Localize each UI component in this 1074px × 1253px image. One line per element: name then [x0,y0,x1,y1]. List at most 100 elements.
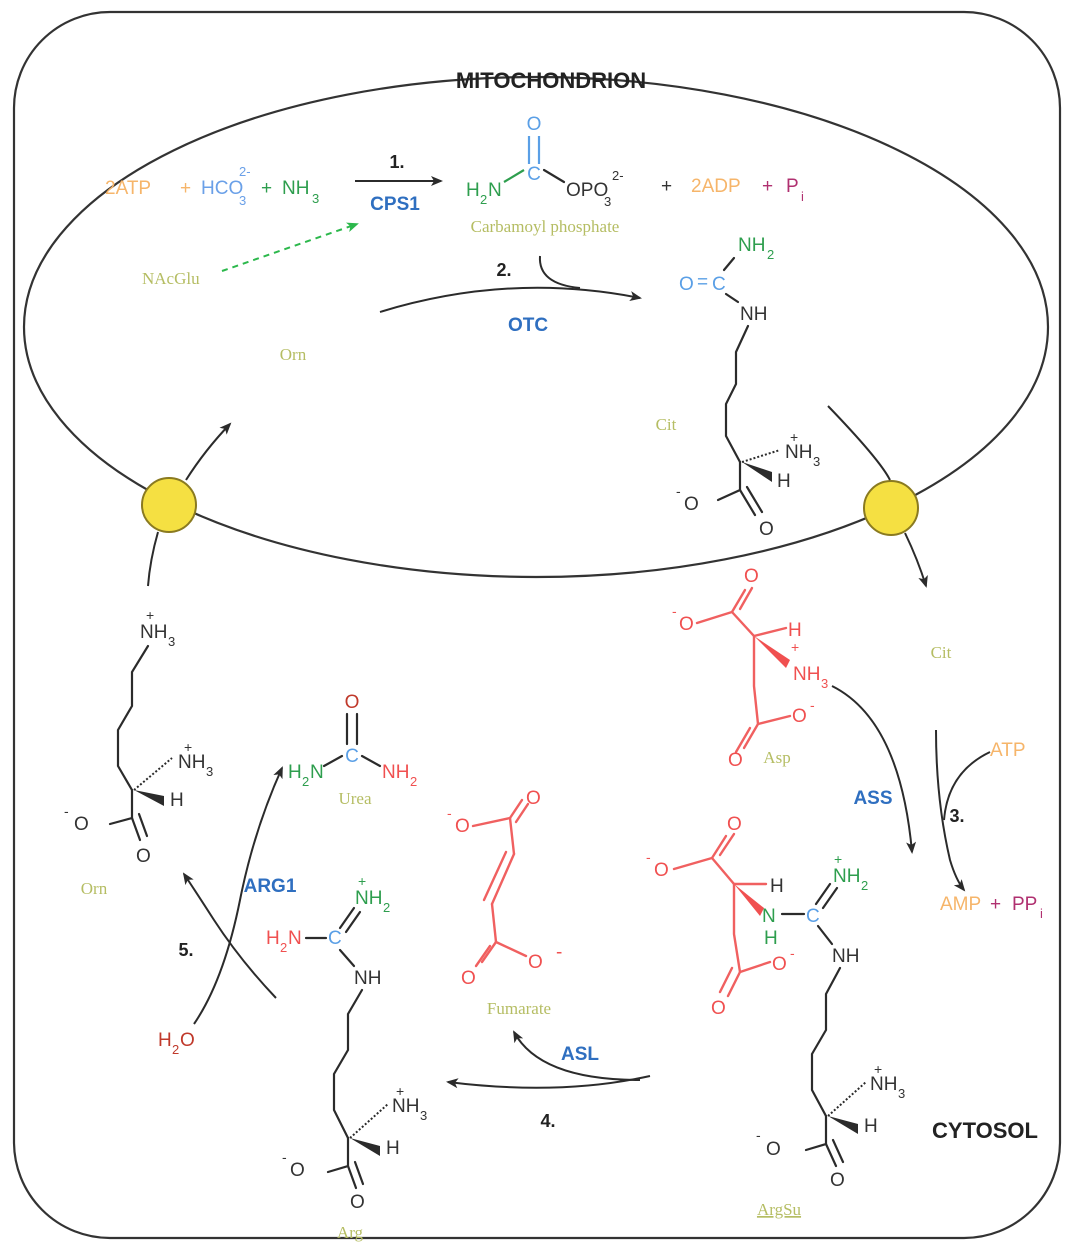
argsu-nh2-charge: + [834,851,842,867]
argsu-nh3-subscript: 3 [898,1086,905,1101]
bond [752,626,788,638]
argininosuccinate-name: ArgSu [757,1200,802,1219]
bond [338,948,356,968]
citrulline-transporter [863,480,919,536]
arg-nh: NH [354,968,381,989]
fumarate-charge-2: - [556,942,562,963]
bond [738,586,754,611]
ornithine-cyto-name: Orn [81,879,108,898]
wedge-bond [734,884,764,916]
bond [344,910,362,934]
citrulline-carboxyl-o: O [684,494,699,515]
bond [672,856,714,871]
fumarate-o2: O [526,788,541,809]
plus-sign: + [762,176,773,197]
plus-sign: + [661,176,672,197]
bond [514,802,530,824]
bond [824,1142,838,1168]
bond [503,169,525,183]
citrulline-nh: NH [740,304,767,325]
amino-n: N [488,180,502,201]
bond [482,850,508,902]
citrulline-oxygen: O [679,274,694,295]
asp-charge: - [672,603,677,619]
argsu-o2: O [772,954,787,975]
urea-nh2-subscript: 2 [410,774,417,789]
atom-c: C [527,164,541,185]
arg-nh2-subscript: 2 [383,900,390,915]
bond [716,460,742,502]
arg1-enzyme: ARG1 [244,876,297,897]
argsu-o2-charge: - [790,945,795,961]
bond [730,610,756,638]
asp-o3: O [728,750,743,771]
argsu-nh2: NH [833,866,860,887]
otc-enzyme: OTC [508,315,548,336]
argininosuccinate-structure: - O O H N H C + NH 2 NH O - O + NH 3 H [646,814,905,1219]
water: H [158,1030,172,1051]
citrulline-mito-name: Cit [656,415,677,434]
fumarate-release-arrow [513,1030,641,1081]
carbamoyl-phosphate-input [538,255,581,289]
phosphate-product-subscript: i [801,189,804,204]
citrulline-h: H [777,471,791,492]
phosphate-group: OPO [566,180,608,201]
asp-h: H [788,620,802,641]
atom-o: O [527,114,542,135]
citrulline-nh3-charge: + [790,429,798,445]
fumarate-charge-1: - [447,805,452,821]
cps1-enzyme: CPS1 [370,194,420,215]
argsu-carbon: C [806,906,820,927]
ppi-subscript: i [1040,906,1043,921]
asp-o2: O [792,706,807,727]
arg-nh3: NH [392,1096,419,1117]
argsu-nh3: NH [870,1074,897,1095]
carbamoyl-phosphate-name: Carbamoyl phosphate [471,217,620,236]
orn-h: H [170,790,184,811]
bond [353,1160,365,1186]
plus-sign: + [261,178,272,199]
step-5-label: 5. [178,940,193,960]
reaction-2-arrow [379,286,642,313]
argsu-o5: O [830,1170,845,1191]
water-o: O [180,1030,195,1051]
bond [137,812,149,838]
ornithine-mito-label: Orn [280,345,307,364]
amp-product: AMP [940,894,981,915]
bond [814,882,832,906]
atp-substrate: 2ATP [105,178,151,199]
carbamoyl-phosphate-structure: O C H 2 N OPO 3 2- Carbamoyl phosphate [466,114,624,236]
citrulline-nh2: NH [738,235,765,256]
reaction-1-substrates: 2ATP + HCO 3 2- + NH 3 [105,164,319,208]
urea-h2n-subscript: 2 [302,774,309,789]
ornithine-structure: + NH 3 + NH 3 H - O O Orn [64,607,213,898]
bicarbonate-charge: 2- [239,164,251,179]
wedge-bond [828,1116,858,1134]
arg-h: H [386,1138,400,1159]
argsu-carbonyl-o: O [727,814,742,835]
reaction-3-arrow [831,685,917,854]
wedge-bond [754,636,790,668]
arg-h2n-n: N [288,928,302,949]
bicarbonate-subscript: 3 [239,193,246,208]
arg-h2n-subscript: 2 [280,940,287,955]
asp-nh3: NH [793,664,820,685]
argsu-chain [810,966,842,1118]
atp-cofactor: ATP [990,740,1026,761]
amino-group: H [466,180,480,201]
orn-top-nh3: NH [140,622,167,643]
citrulline-carbon: C [712,274,726,295]
reaction-4-arrow [446,1075,651,1089]
step-2-label: 2. [496,260,511,280]
arginine-chain [332,988,364,1140]
bond [508,798,524,820]
fumarate-o3: O [461,968,476,989]
urea-structure: O C H 2 N NH 2 Urea [288,692,417,808]
reaction-5-arrow [182,872,277,999]
citrulline-nh3-subscript: 3 [813,454,820,469]
orn-top-nh3-subscript: 3 [168,634,175,649]
bond [494,940,528,958]
argsu-nh2-subscript: 2 [861,878,868,893]
bond [718,832,736,857]
citrulline-carbonyl-o: O [759,519,774,540]
